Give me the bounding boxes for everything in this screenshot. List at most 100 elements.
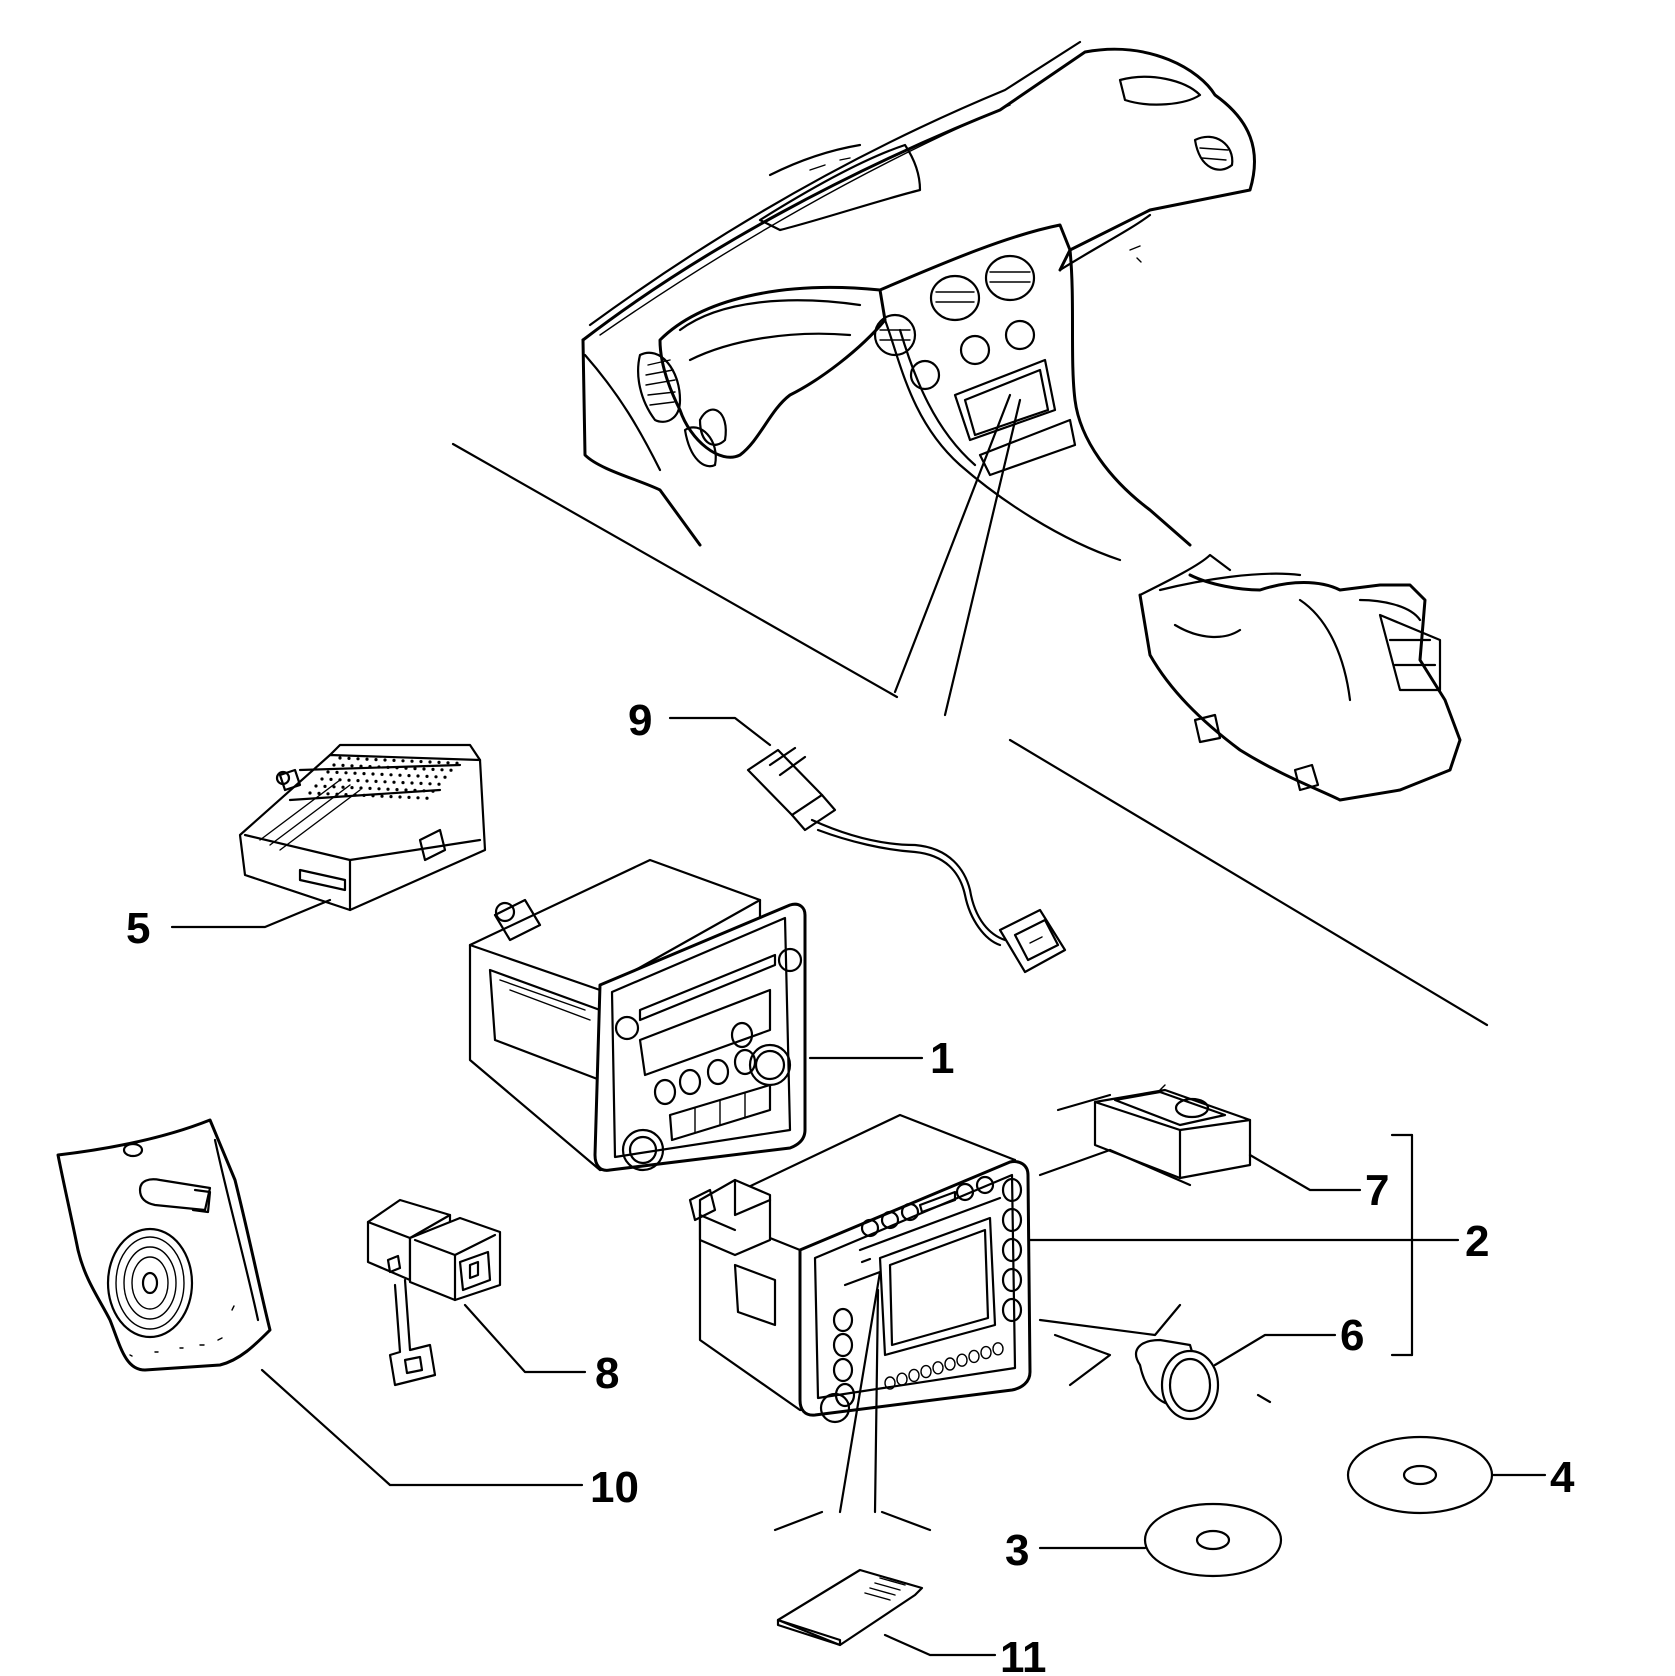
vent-dot <box>329 777 333 782</box>
vent-dot <box>338 756 342 760</box>
vent-dot <box>356 757 360 761</box>
vent-dot <box>383 780 387 784</box>
vent-dot <box>395 766 399 770</box>
nav-bottom-button <box>956 1353 968 1367</box>
vent-dot <box>401 759 405 763</box>
vent-dot <box>416 796 420 800</box>
vent-dot <box>440 768 444 772</box>
vent-dot <box>437 782 441 786</box>
vent-dot <box>347 778 351 782</box>
part-10-accessory-kit-bag <box>56 1118 272 1372</box>
vent-dot <box>389 773 393 777</box>
vent-dot <box>455 761 459 765</box>
vent-dot <box>425 774 429 779</box>
vent-dot <box>350 764 354 768</box>
vent-dot <box>413 767 417 771</box>
vent-dot <box>407 795 411 800</box>
nav-bottom-button <box>896 1372 908 1386</box>
callout-10: 10 <box>590 1463 639 1512</box>
nav-bottom-button <box>920 1364 932 1379</box>
callout-1: 1 <box>930 1034 954 1083</box>
vent-dot <box>434 775 438 779</box>
vent-dot <box>428 782 432 786</box>
vent-dot <box>359 764 363 768</box>
vent-dot <box>371 794 375 798</box>
callout-3: 3 <box>1005 1526 1029 1575</box>
vent-dot <box>401 781 405 785</box>
vent-dot <box>392 780 396 784</box>
callout-8: 8 <box>595 1349 619 1398</box>
callout-11: 11 <box>1000 1633 1047 1676</box>
nav-bottom-button <box>932 1361 944 1375</box>
callout-numbers: 1 2 3 4 5 6 7 8 9 10 11 <box>126 696 1575 1676</box>
vent-dot <box>314 784 318 788</box>
part-7-usb-adapter <box>1093 1084 1252 1180</box>
vent-dot <box>404 766 408 770</box>
vent-dot <box>320 777 324 781</box>
vent-dot <box>359 786 363 790</box>
vent-dot <box>374 779 378 784</box>
part-3-cd-disc <box>1143 1502 1283 1578</box>
vent-dot <box>422 767 426 771</box>
vent-dot <box>317 791 321 796</box>
part-6-knob <box>1135 1338 1272 1421</box>
vent-dot <box>335 770 339 775</box>
part-11-sd-card <box>776 1568 924 1647</box>
dashboard-assembly <box>451 40 1489 1027</box>
vent-dot <box>341 763 345 768</box>
vent-dot <box>323 784 327 789</box>
vent-dot <box>446 761 450 765</box>
vent-dot <box>335 792 339 796</box>
vent-dot <box>416 774 420 778</box>
callout-6: 6 <box>1340 1311 1364 1360</box>
vent-dot <box>347 756 351 761</box>
vent-dot <box>362 772 366 776</box>
vent-dot <box>344 771 348 775</box>
vent-dot <box>350 786 354 790</box>
vent-dot <box>344 793 348 797</box>
vent-dot <box>338 778 342 782</box>
part-2-navigation-unit <box>688 1113 1032 1424</box>
callout-4: 4 <box>1550 1453 1575 1502</box>
vent-dot <box>407 774 411 778</box>
vent-dot <box>365 757 369 761</box>
leader-dash-radio-left <box>893 393 1012 694</box>
leader-dash-radio-right <box>943 398 1022 717</box>
vent-dot <box>326 792 330 796</box>
vent-dot <box>377 765 381 769</box>
vent-dot <box>380 794 384 798</box>
vent-dot <box>392 758 396 763</box>
vent-dot <box>365 779 369 783</box>
vent-dot <box>353 793 357 797</box>
vent-dot <box>308 791 312 795</box>
vent-dot <box>410 781 414 785</box>
part-4-cd-disc <box>1346 1435 1494 1515</box>
callout-7: 7 <box>1365 1166 1389 1215</box>
vent-dot <box>362 793 366 798</box>
vent-dot <box>419 760 423 764</box>
vent-dot <box>419 781 423 786</box>
vent-dot <box>326 770 330 774</box>
vent-dot <box>332 763 336 767</box>
vent-dot <box>443 775 447 779</box>
nav-bottom-button <box>908 1368 920 1383</box>
callout-9: 9 <box>628 696 652 745</box>
vent-dot <box>353 771 357 775</box>
vent-dot <box>341 785 345 789</box>
part-1-radio-head-unit <box>468 858 807 1172</box>
nav-bottom-button <box>944 1357 956 1371</box>
part-9-usb-cable <box>746 746 1067 974</box>
vent-dot <box>383 758 387 762</box>
module-vent-pattern <box>308 756 459 800</box>
vent-dot <box>428 760 432 764</box>
vent-dot <box>449 768 453 772</box>
vent-dot <box>398 773 402 777</box>
vent-dot <box>395 788 399 792</box>
vent-dot <box>425 796 429 800</box>
vent-dot <box>368 765 372 769</box>
part-5-electronic-module <box>238 743 487 912</box>
nav-bottom-button <box>992 1342 1004 1356</box>
vent-dot <box>386 787 390 791</box>
vent-dot <box>377 787 381 791</box>
